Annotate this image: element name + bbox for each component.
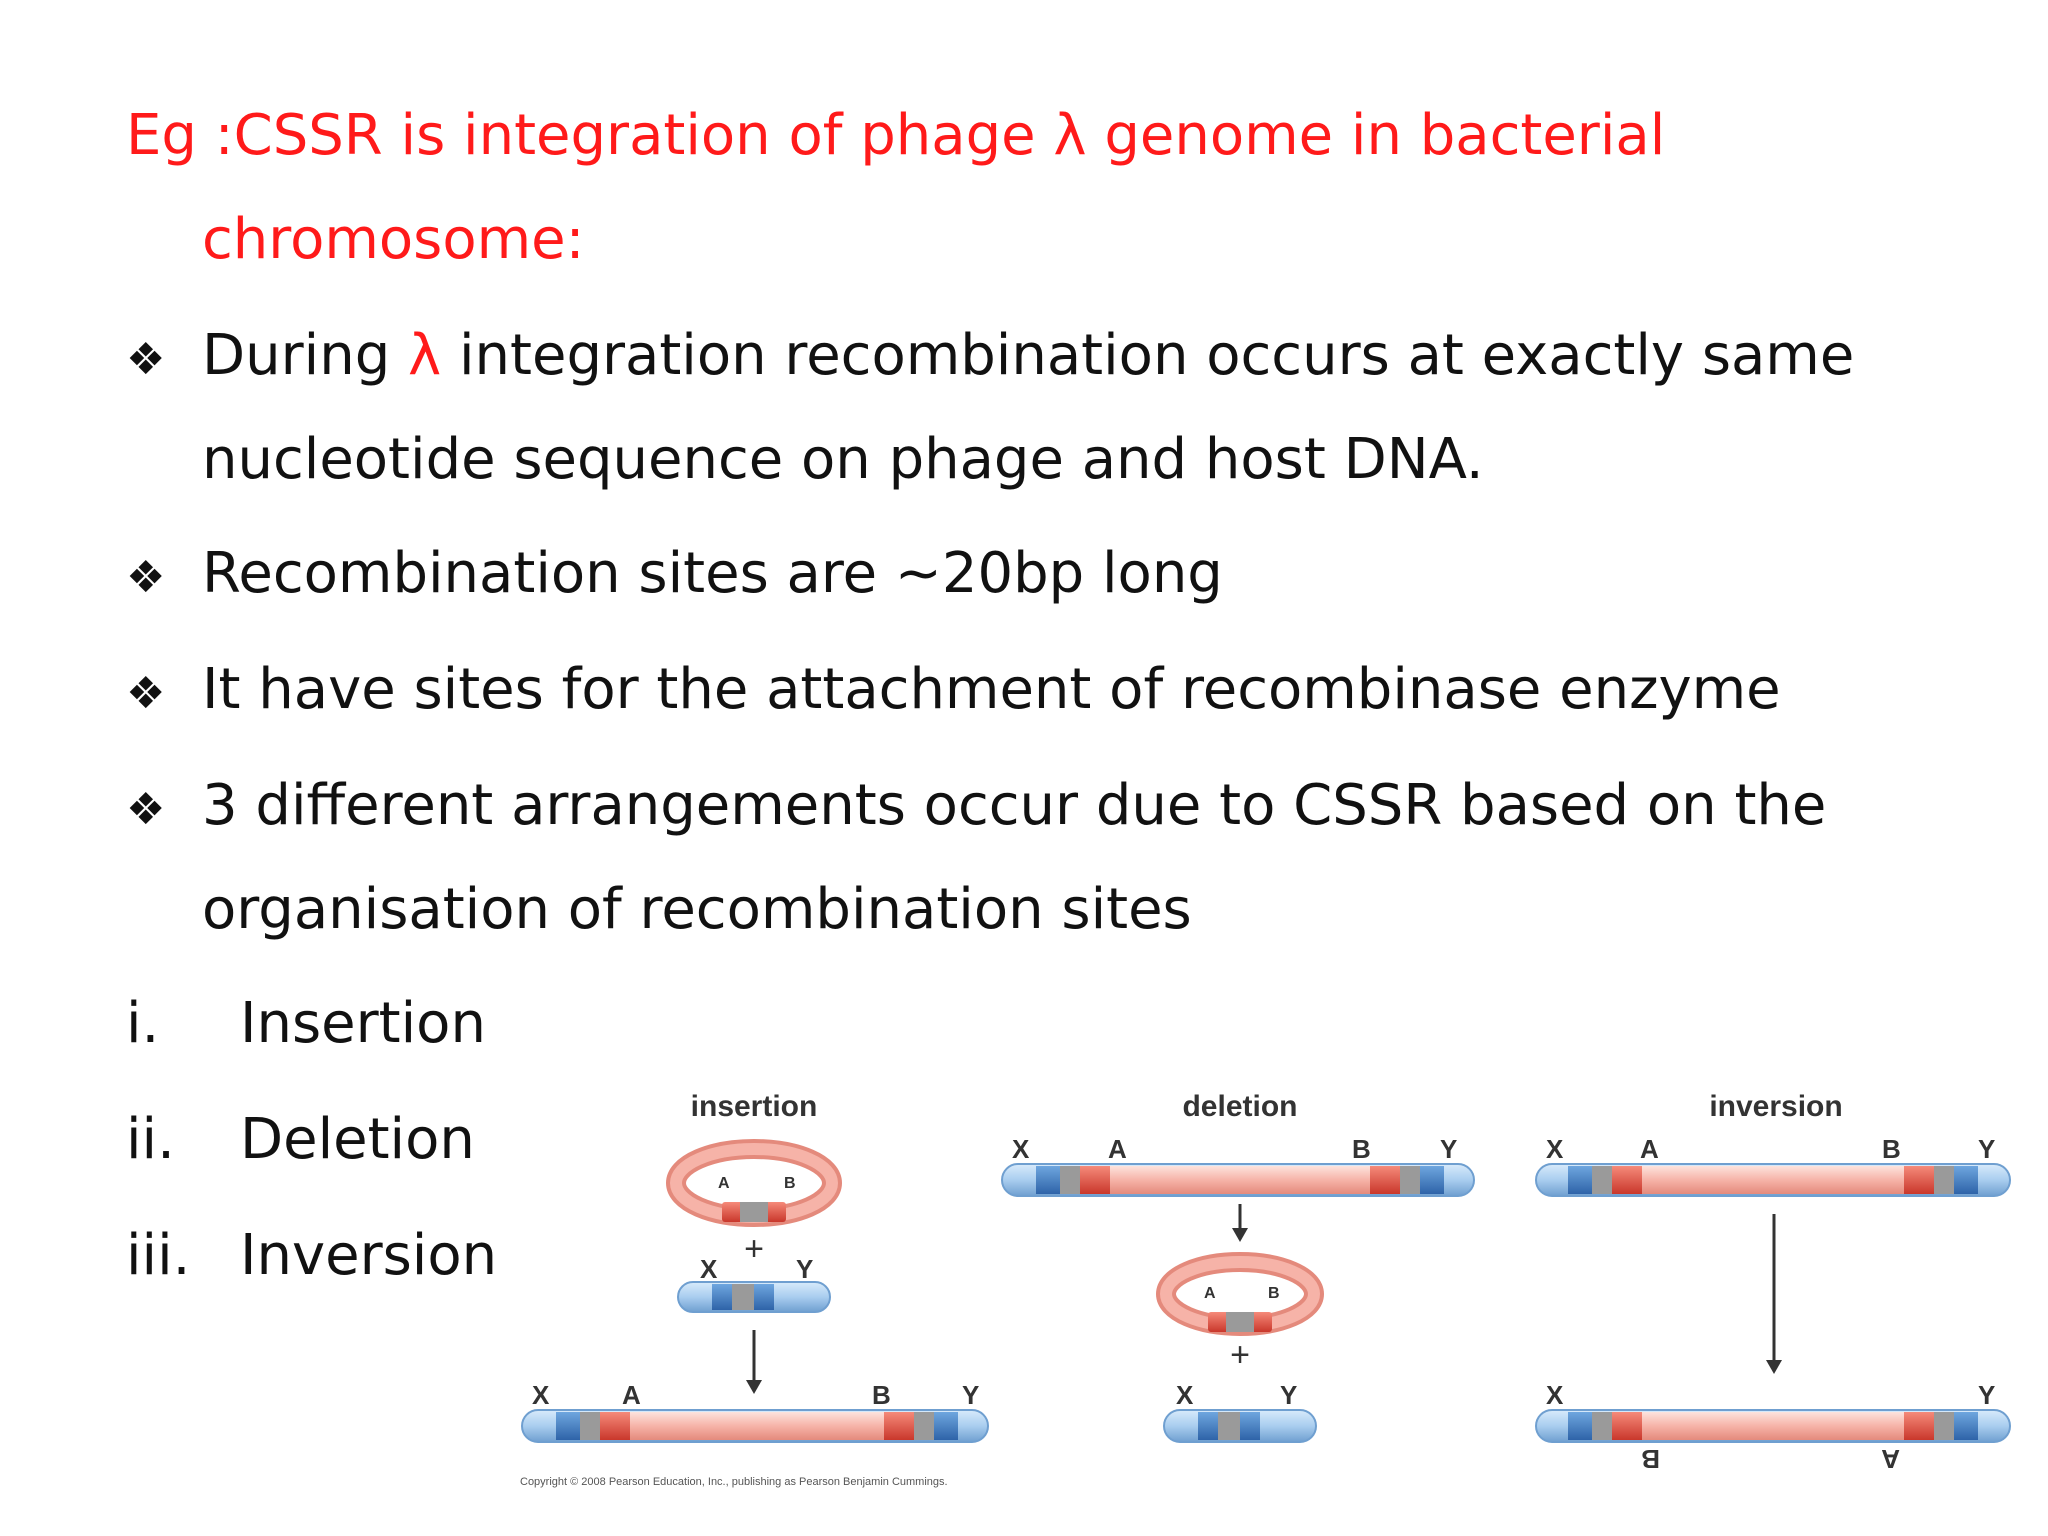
insertion-product-dna-rod [521, 1409, 989, 1443]
bullet-4-text: 3 different arrangements occur due to CS… [202, 773, 1827, 838]
bullet-1-pre: During [202, 323, 409, 388]
plus-sign: + [1230, 1336, 1250, 1374]
bullet-icon: ❖ [126, 784, 166, 835]
lambda-symbol: λ [1053, 103, 1087, 168]
label-b: B [872, 1380, 891, 1410]
label-a: A [622, 1380, 641, 1410]
cssr-figure: insertion deletion inversion A B + X Y X… [520, 1090, 2011, 1488]
panel-title-insertion: insertion [691, 1090, 818, 1123]
bullet-icon: ❖ [126, 668, 166, 719]
list-number-1: i. [126, 991, 160, 1056]
heading-line-1: Eg :CSSR is integration of phage λ genom… [126, 108, 1665, 164]
insertion-host-dna-rod [677, 1281, 831, 1313]
list-number-2: ii. [126, 1107, 175, 1172]
insertion-plasmid-ring: A B [666, 1139, 842, 1227]
label-a: A [1204, 1285, 1216, 1302]
label-b-inverted: B [1641, 1444, 1660, 1474]
copyright-text: Copyright © 2008 Pearson Education, Inc.… [520, 1476, 948, 1488]
deletion-excised-ring: A B [1156, 1252, 1324, 1336]
bullet-2-text: Recombination sites are ~20bp long [202, 541, 1223, 606]
heading-prefix: Eg :CSSR is integration of phage [126, 103, 1054, 168]
label-y: Y [1978, 1380, 1995, 1410]
inversion-product-dna-rod [1535, 1409, 2011, 1443]
list-item-insertion: Insertion [240, 991, 486, 1056]
bullet-icon: ❖ [126, 552, 166, 603]
bullet-4-continuation: organisation of recombination sites [202, 877, 1192, 942]
label-x: X [1546, 1134, 1564, 1164]
label-y: Y [1978, 1134, 1995, 1164]
list-item-inversion: Inversion [240, 1223, 498, 1288]
label-a: A [718, 1175, 730, 1192]
arrow-head [1232, 1228, 1248, 1242]
list-number-3: iii. [126, 1223, 191, 1288]
bullet-1-post: integration recombination occurs at exac… [441, 323, 1855, 388]
label-b: B [1352, 1134, 1371, 1164]
lambda-symbol: λ [408, 323, 442, 388]
panel-title-inversion: inversion [1709, 1090, 1842, 1123]
bullet-3-text: It have sites for the attachment of reco… [202, 657, 1781, 722]
label-x: X [532, 1380, 550, 1410]
label-x: X [700, 1254, 718, 1284]
arrow-head [1766, 1360, 1782, 1374]
panel-title-deletion: deletion [1182, 1090, 1297, 1123]
label-y: Y [796, 1254, 813, 1284]
label-y: Y [1440, 1134, 1457, 1164]
deletion-source-dna-rod [1001, 1163, 1475, 1197]
heading-suffix: genome in bacterial [1086, 103, 1666, 168]
label-y: Y [1280, 1380, 1297, 1410]
bullet-1-text: During λ integration recombination occur… [202, 328, 1854, 384]
label-x: X [1546, 1380, 1564, 1410]
deletion-product-dna-rod [1163, 1409, 1317, 1443]
label-y: Y [962, 1380, 979, 1410]
label-a: A [1108, 1134, 1127, 1164]
list-item-deletion: Deletion [240, 1107, 475, 1172]
inversion-source-dna-rod [1535, 1163, 2011, 1197]
label-a-inverted: A [1881, 1444, 1900, 1474]
label-a: A [1640, 1134, 1659, 1164]
arrow-head [746, 1380, 762, 1394]
bullet-icon: ❖ [126, 334, 166, 385]
label-b: B [1268, 1285, 1280, 1302]
label-b: B [784, 1175, 796, 1192]
label-b: B [1882, 1134, 1901, 1164]
label-x: X [1176, 1380, 1194, 1410]
plus-sign: + [744, 1230, 764, 1268]
bullet-1-continuation: nucleotide sequence on phage and host DN… [202, 427, 1484, 492]
label-x: X [1012, 1134, 1030, 1164]
heading-line-2: chromosome: [202, 207, 585, 272]
